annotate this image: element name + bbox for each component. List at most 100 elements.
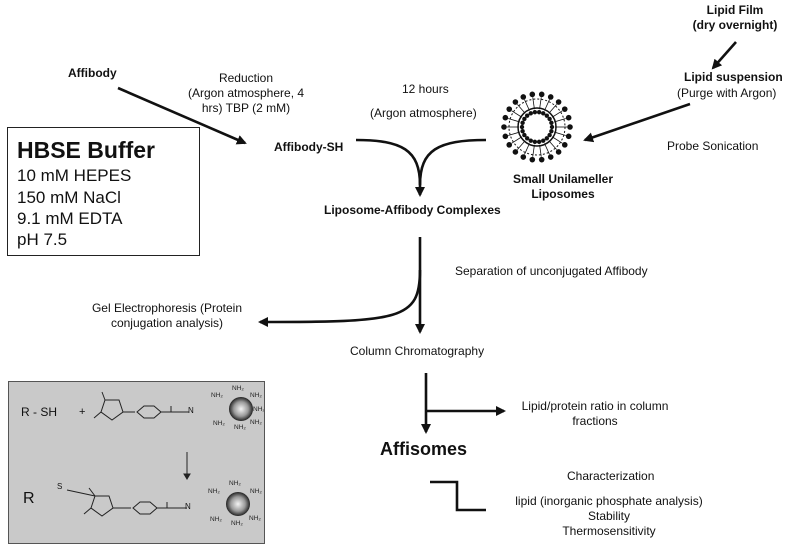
lipid-head bbox=[561, 106, 568, 112]
lipid-head bbox=[544, 136, 550, 141]
affibody-sh-label: Affibody-SH bbox=[274, 140, 344, 154]
lipid-tail bbox=[532, 144, 535, 157]
lipid-suspension-label: Lipid suspension bbox=[684, 70, 783, 84]
chemistry-structure bbox=[66, 391, 253, 517]
buffer-title: HBSE Buffer bbox=[17, 137, 156, 163]
lipid-head bbox=[541, 111, 546, 116]
lipid-head bbox=[532, 109, 538, 115]
argon-atmosphere-label: (Argon atmosphere) bbox=[370, 106, 477, 120]
lipid-tail bbox=[532, 97, 535, 110]
lipid-head bbox=[512, 149, 519, 155]
separation-label: Separation of unconjugated Affibody bbox=[455, 264, 648, 278]
lipid-tail bbox=[554, 118, 566, 123]
lipid-tail bbox=[511, 110, 523, 118]
lipid-head bbox=[529, 156, 536, 163]
nh2-label: NH₂ bbox=[229, 480, 241, 487]
lipid-head bbox=[520, 120, 525, 125]
nh2-label: NH₂ bbox=[250, 488, 262, 495]
characterization-items: lipid (inorganic phosphate analysis) Sta… bbox=[515, 494, 703, 538]
nh2-label: NH₂ bbox=[208, 488, 220, 495]
lipid-tail bbox=[539, 97, 542, 110]
lipid-tail bbox=[524, 99, 530, 111]
lipid-tail bbox=[551, 136, 563, 144]
nh2-label: NH₂ bbox=[232, 385, 244, 392]
lipid-head bbox=[565, 133, 572, 140]
lipid-head bbox=[549, 120, 554, 125]
lipid-tail bbox=[517, 140, 526, 150]
lipid-head bbox=[547, 132, 552, 138]
nh2-label: NH₂ bbox=[210, 516, 222, 523]
purge-argon-label: (Purge with Argon) bbox=[677, 86, 777, 100]
lipid-head bbox=[520, 129, 525, 134]
arrow-suspension-to-liposomes bbox=[583, 102, 691, 143]
lipid-head bbox=[555, 149, 562, 155]
lipid-head bbox=[522, 132, 527, 138]
reduction-label: Reduction (Argon atmosphere, 4 hrs) TBP … bbox=[187, 71, 305, 115]
reactant-rsh: R - SH bbox=[21, 405, 57, 419]
arrow-lipidfilm-to-suspension bbox=[711, 41, 737, 70]
nh2-label: NH₂ bbox=[213, 420, 225, 427]
twelve-hours-label: 12 hours bbox=[402, 82, 449, 96]
affibody-label: Affibody bbox=[68, 66, 117, 80]
lipid-head bbox=[538, 91, 545, 98]
lipid-tail bbox=[551, 110, 563, 118]
lipid-head bbox=[520, 154, 527, 160]
amide-n-top: N bbox=[188, 406, 194, 415]
plus-sign: + bbox=[79, 406, 86, 418]
lipid-head bbox=[529, 91, 536, 98]
product-sulfur: S bbox=[57, 482, 63, 491]
nh2-label: NH₂ bbox=[250, 392, 262, 399]
gel-electrophoresis-label: Gel Electrophoresis (Protein conjugation… bbox=[91, 301, 243, 330]
lipid-tail bbox=[548, 104, 557, 114]
lipid-head bbox=[501, 124, 507, 130]
buffer-line: 150 mM NaCl bbox=[17, 187, 121, 207]
nh2-label: NH₂ bbox=[234, 424, 246, 431]
lipid-head bbox=[547, 94, 554, 100]
lipid-head bbox=[524, 136, 530, 141]
buffer-line: pH 7.5 bbox=[17, 229, 68, 249]
hbse-buffer-box: HBSE Buffer 10 mM HEPES 150 mM NaCl 9.1 … bbox=[7, 127, 200, 256]
lipid-film-label: Lipid Film (dry overnight) bbox=[692, 3, 778, 32]
small-unilameller-label: Small Unilameller Liposomes bbox=[512, 172, 614, 201]
affisomes-label: Affisomes bbox=[380, 439, 468, 459]
probe-sonication-label: Probe Sonication bbox=[667, 139, 759, 153]
lipid-head bbox=[520, 94, 527, 100]
lipid-head bbox=[547, 154, 554, 160]
lipid-head bbox=[549, 129, 554, 134]
lipid-tail bbox=[544, 99, 550, 111]
nh2-label: NH₂ bbox=[249, 515, 261, 522]
lipid-head bbox=[549, 124, 555, 130]
lipid-tail bbox=[517, 104, 526, 114]
lipid-head bbox=[502, 133, 509, 140]
liposome-icon bbox=[501, 91, 573, 163]
nh2-label: NH₂ bbox=[253, 406, 265, 413]
product-r: R bbox=[23, 490, 35, 507]
lipid-head bbox=[561, 142, 568, 148]
lipid-head bbox=[524, 113, 530, 118]
buffer-line: 9.1 mM EDTA bbox=[17, 208, 123, 228]
lipid-tail bbox=[539, 144, 542, 157]
lipid-head bbox=[541, 138, 546, 143]
lipid-head bbox=[528, 138, 533, 143]
lipid-head bbox=[565, 114, 572, 121]
lipid-tail bbox=[524, 143, 530, 155]
lipid-head bbox=[532, 139, 538, 145]
lipid-head bbox=[512, 99, 519, 105]
lipid-tail bbox=[508, 131, 520, 136]
amide-n-bottom: N bbox=[185, 502, 191, 511]
lipid-head bbox=[538, 156, 545, 163]
column-chromatography-label: Column Chromatography bbox=[350, 344, 485, 358]
lipid-head bbox=[536, 139, 542, 145]
lipid-head bbox=[506, 106, 513, 112]
nh2-label: NH₂ bbox=[250, 419, 262, 426]
characterization-label: Characterization bbox=[567, 469, 655, 483]
buffer-line: 10 mM HEPES bbox=[17, 166, 132, 186]
lipid-tail bbox=[511, 136, 523, 144]
lipid-tail bbox=[508, 118, 520, 123]
lipid-head bbox=[536, 109, 542, 115]
lipid-head bbox=[555, 99, 562, 105]
arrow-merge-to-complexes bbox=[355, 138, 487, 186]
lipid-tail bbox=[548, 140, 557, 150]
lipid-head bbox=[567, 124, 573, 130]
